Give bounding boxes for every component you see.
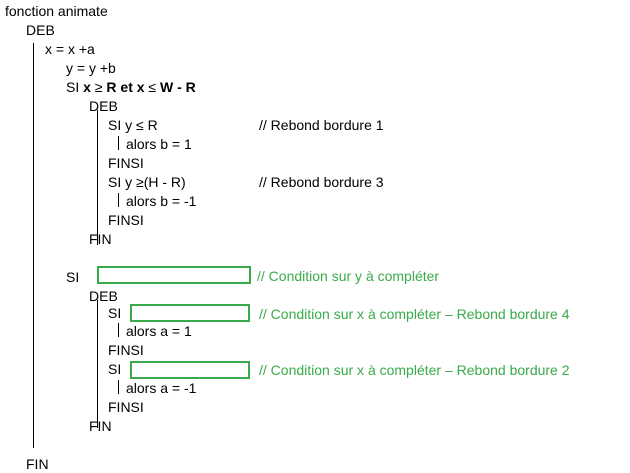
deb-inner-1: DEB <box>89 98 118 114</box>
function-header: fonction animate <box>5 3 108 19</box>
fin-inner-1: FIN <box>89 231 112 247</box>
cond-R: R <box>106 79 117 95</box>
if4-then: alors a = -1 <box>126 380 197 396</box>
assign-y: y = y +b <box>66 60 116 76</box>
y-condition-comment: // Condition sur y à compléter <box>257 268 440 284</box>
cond-var-x1: x <box>83 79 91 95</box>
if4-finsi: FINSI <box>108 399 144 415</box>
y-condition-input-box[interactable] <box>97 266 251 284</box>
cond-op-le: ≤ <box>144 79 161 95</box>
fin-inner-2: FIN <box>89 418 112 434</box>
if3-comment: // Condition sur x à compléter – Rebond … <box>259 306 570 322</box>
if4-then-line <box>118 380 119 394</box>
condition-x-range: SI x ≥ R et x ≤ W - R <box>66 79 196 95</box>
if3-then-line <box>118 323 119 337</box>
if1-comment: // Rebond bordure 1 <box>259 117 384 133</box>
cond-var-x2: x <box>136 79 145 95</box>
if3-si-keyword: SI <box>108 305 122 321</box>
x-condition-input-box-4[interactable] <box>130 304 250 322</box>
x-condition-input-box-2[interactable] <box>130 361 250 379</box>
if1-condition: SI y ≤ R <box>108 117 158 133</box>
si-y-keyword: SI <box>66 269 80 285</box>
if4-si-keyword: SI <box>108 361 122 377</box>
if2-condition: SI y ≥(H - R) <box>108 174 186 190</box>
if1-then-line <box>118 136 119 150</box>
deb-main: DEB <box>26 22 55 38</box>
fin-main: FIN <box>26 456 49 472</box>
assign-x: x = x +a <box>45 41 95 57</box>
if4-comment: // Condition sur x à compléter – Rebond … <box>259 362 570 378</box>
cond-W-R: W - R <box>160 79 196 95</box>
si-keyword: SI <box>66 79 80 95</box>
if2-then: alors b = -1 <box>126 193 197 209</box>
cond-and: et <box>116 79 137 95</box>
if2-then-line <box>118 193 119 207</box>
if2-finsi: FINSI <box>108 212 144 228</box>
if3-finsi: FINSI <box>108 342 144 358</box>
if3-then: alors a = 1 <box>126 323 192 339</box>
deb-inner-2: DEB <box>89 288 118 304</box>
cond-op-ge: ≥ <box>90 79 107 95</box>
deb1-block-line <box>97 110 98 245</box>
if1-finsi: FINSI <box>108 155 144 171</box>
if2-comment: // Rebond bordure 3 <box>259 174 384 190</box>
outer-block-line <box>33 43 34 448</box>
deb2-block-line <box>97 300 98 428</box>
if1-then: alors b = 1 <box>126 136 192 152</box>
